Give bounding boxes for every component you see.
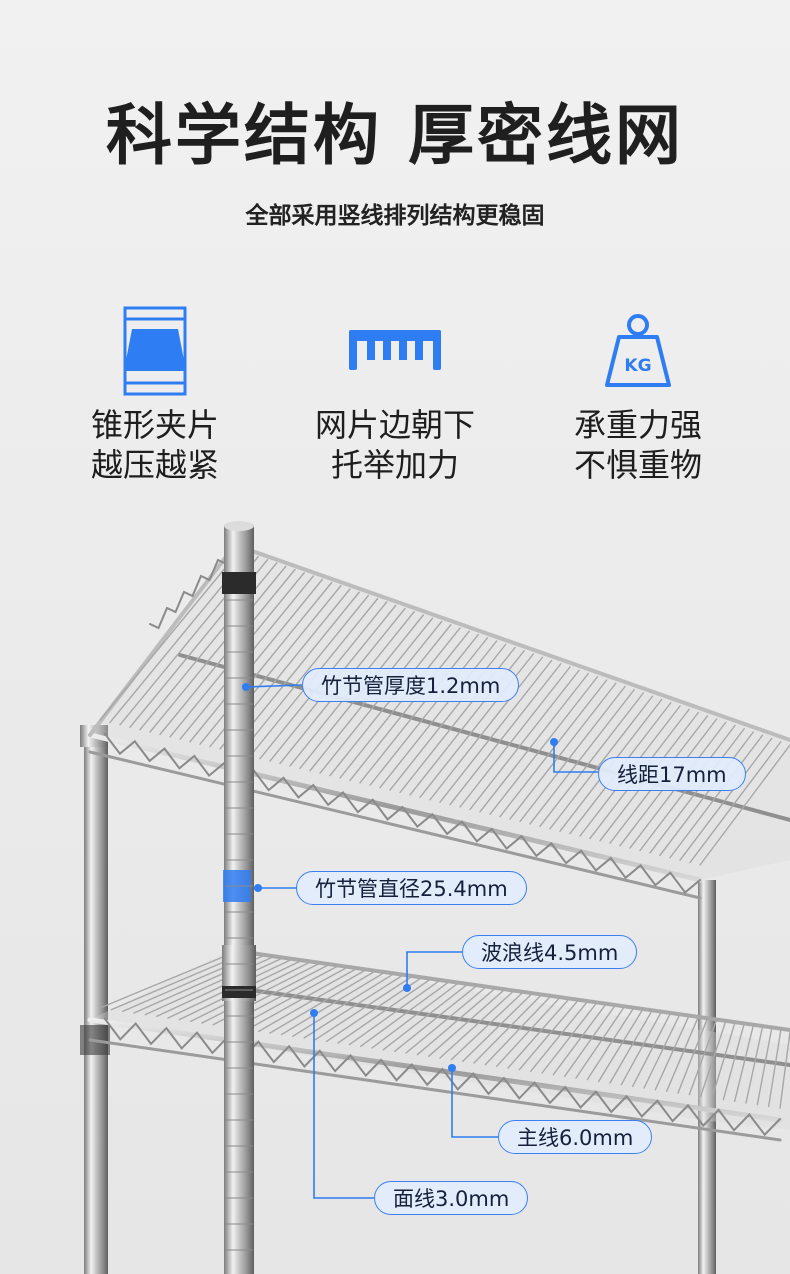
callout-tube-thickness: 竹节管厚度1.2mm [302,668,520,702]
clip-icon [45,305,265,397]
feature-comb: 网片边朝下 托举加力 [285,305,505,485]
feature-line1: 锥形夹片 [90,406,219,444]
callout-dots [242,683,558,1072]
feature-line2: 不惧重物 [573,446,702,484]
kg-label: KG [624,356,651,376]
callout-main-wire: 主线6.0mm [498,1120,653,1154]
feature-clip: 锥形夹片 越压越紧 [45,305,265,485]
feature-line2: 托举加力 [330,446,459,484]
comb-icon [285,305,505,397]
feature-line2: 越压越紧 [90,446,219,484]
callout-tube-diameter: 竹节管直径25.4mm [296,871,527,905]
feature-line1: 承重力强 [573,406,702,444]
wire-shelf-illustration [80,521,790,1274]
kg-weight-icon: KG [528,305,748,397]
callout-leaders [245,684,598,1199]
callout-surface-wire: 面线3.0mm [374,1181,529,1215]
feature-weight: KG 承重力强 不惧重物 [528,305,748,485]
top-collar [222,572,256,594]
feature-line1: 网片边朝下 [314,406,475,444]
page-subtitle: 全部采用竖线排列结构更稳固 [245,203,545,229]
upper-shelf [87,543,790,900]
callout-wave-wire: 波浪线4.5mm [462,935,638,969]
front-left-post [84,740,108,1274]
lower-shelf [87,948,790,1142]
callout-wire-spacing: 线距17mm [598,757,746,791]
page-title: 科学结构 厚密线网 [106,97,684,174]
